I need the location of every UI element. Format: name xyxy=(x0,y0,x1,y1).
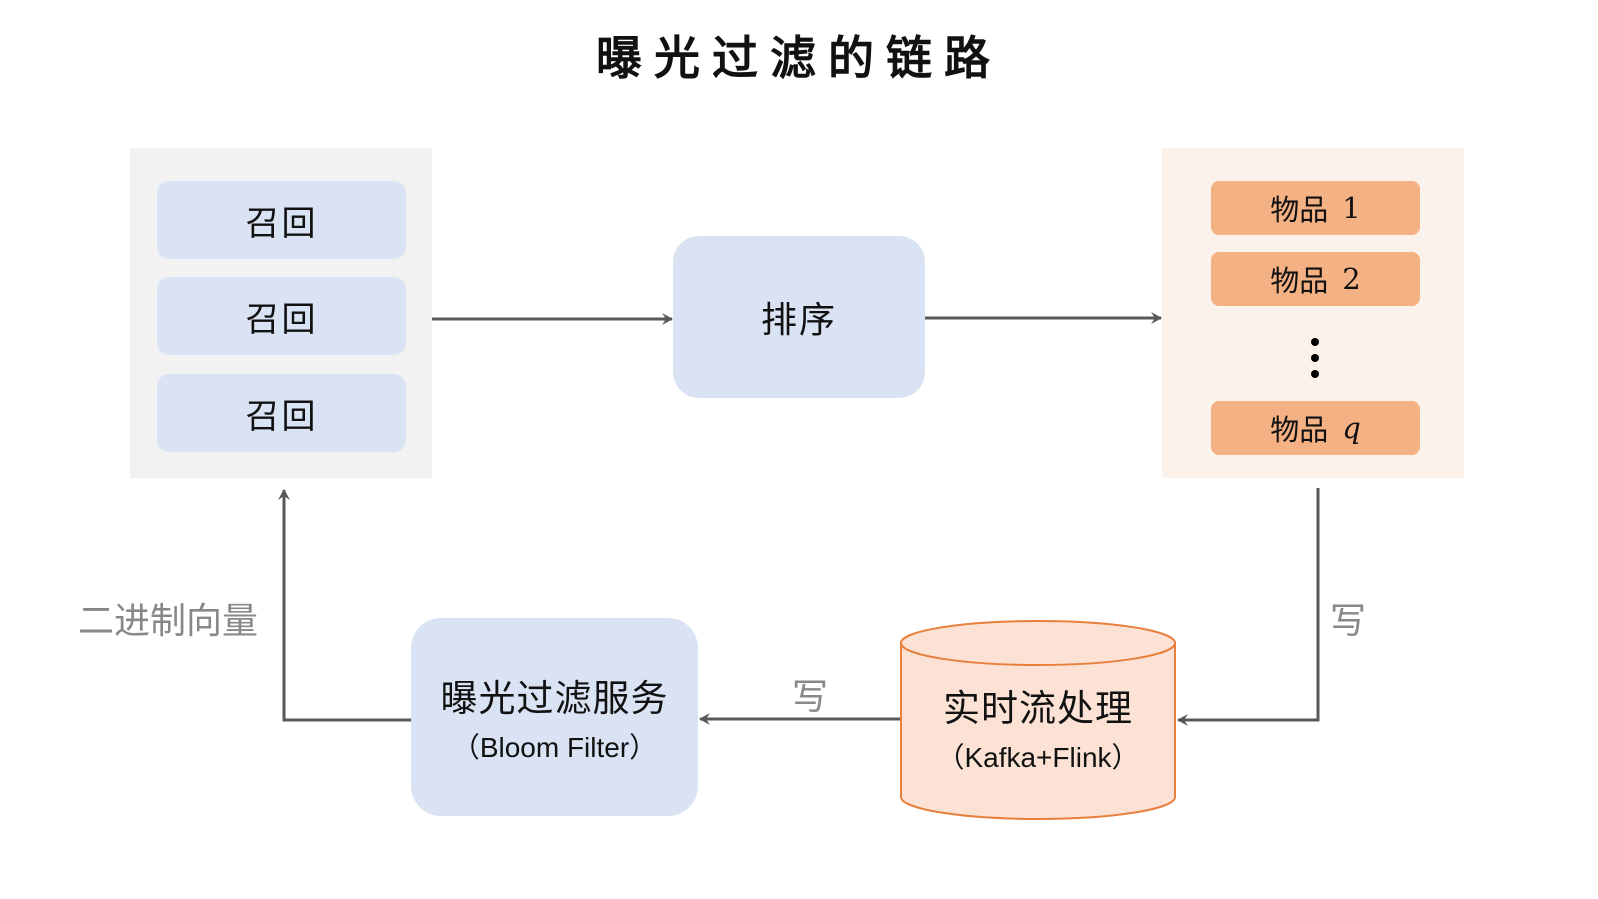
edge-label-binary-vector: 二进制向量 xyxy=(78,601,259,642)
filter-sublabel: （Bloom Filter） xyxy=(451,732,658,763)
stream-sublabel: （Kafka+Flink） xyxy=(936,742,1140,773)
database-cylinder xyxy=(900,620,1176,820)
item-box-q: 物品 q xyxy=(1211,401,1420,455)
item-name: 物品 xyxy=(1270,264,1329,298)
item-box-2: 物品 2 xyxy=(1211,252,1420,306)
item-name: 物品 xyxy=(1270,193,1329,227)
item-index: 1 xyxy=(1342,191,1361,225)
recall-box-3: 召回 xyxy=(157,374,406,452)
stream-label: 实时流处理 xyxy=(943,687,1133,730)
item-name: 物品 xyxy=(1270,413,1329,447)
ellipsis-vertical xyxy=(1305,338,1325,378)
item-box-1: 物品 1 xyxy=(1211,181,1420,235)
arrow-filter-to-recall xyxy=(278,489,411,722)
diagram-title: 曝光过滤的链路 xyxy=(596,31,1002,85)
recall-box-2: 召回 xyxy=(157,277,406,355)
recall-box-1: 召回 xyxy=(157,181,406,259)
exposure-filter-service: 曝光过滤服务 （Bloom Filter） xyxy=(411,618,698,816)
arrow-items-to-stream xyxy=(1177,488,1320,726)
filter-label: 曝光过滤服务 xyxy=(440,677,669,720)
ranking-box: 排序 xyxy=(673,236,925,398)
stream-processing-node: 实时流处理 （Kafka+Flink） xyxy=(900,652,1176,802)
edge-label-write-2: 写 xyxy=(792,677,829,718)
edge-label-write-1: 写 xyxy=(1330,601,1367,642)
item-index: 2 xyxy=(1342,262,1361,296)
item-index: q xyxy=(1342,411,1361,445)
